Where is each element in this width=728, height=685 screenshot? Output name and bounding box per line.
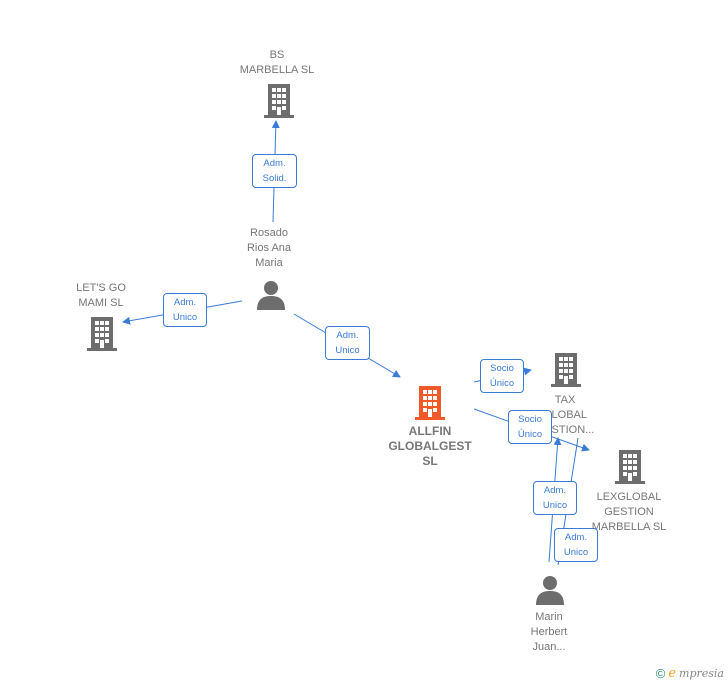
node-label-marin: Marin Herbert Juan... <box>530 611 568 653</box>
node-label-lets-go-mami: LET'S GO MAMI SL <box>76 282 126 309</box>
person-icon[interactable] <box>256 280 286 310</box>
building-icon[interactable] <box>415 386 445 420</box>
edge-label-rosado-bs[interactable]: Adm. Solid. <box>252 154 297 188</box>
node-label-allfin: ALLFIN GLOBALGEST SL <box>388 424 472 468</box>
node-label-bs-marbella: BS MARBELLA SL <box>239 49 315 76</box>
node-label-rosado: Rosado Rios Ana Maria <box>246 227 292 269</box>
edge-label-allfin-lex[interactable]: Socio Único <box>508 410 552 444</box>
brand-name: mpresia <box>679 667 724 680</box>
building-icon[interactable] <box>615 450 645 484</box>
edge-label-marin-lex[interactable]: Adm. Unico <box>554 528 598 562</box>
edge-label-marin-tax[interactable]: Adm. Unico <box>533 481 577 515</box>
node-label-lexglobal: LEXGLOBAL GESTION MARBELLA SL <box>591 491 667 533</box>
edge-label-rosado-allfin[interactable]: Adm. Unico <box>325 326 370 360</box>
person-icon[interactable] <box>535 575 565 605</box>
brand-initial: e <box>668 666 677 681</box>
building-icon[interactable] <box>87 317 117 351</box>
building-icon[interactable] <box>264 84 294 118</box>
edge-label-rosado-lets[interactable]: Adm. Unico <box>163 293 207 327</box>
copyright-icon: © <box>655 666 666 681</box>
building-icon[interactable] <box>551 353 581 387</box>
edge-label-allfin-tax[interactable]: Socio Único <box>480 359 524 393</box>
